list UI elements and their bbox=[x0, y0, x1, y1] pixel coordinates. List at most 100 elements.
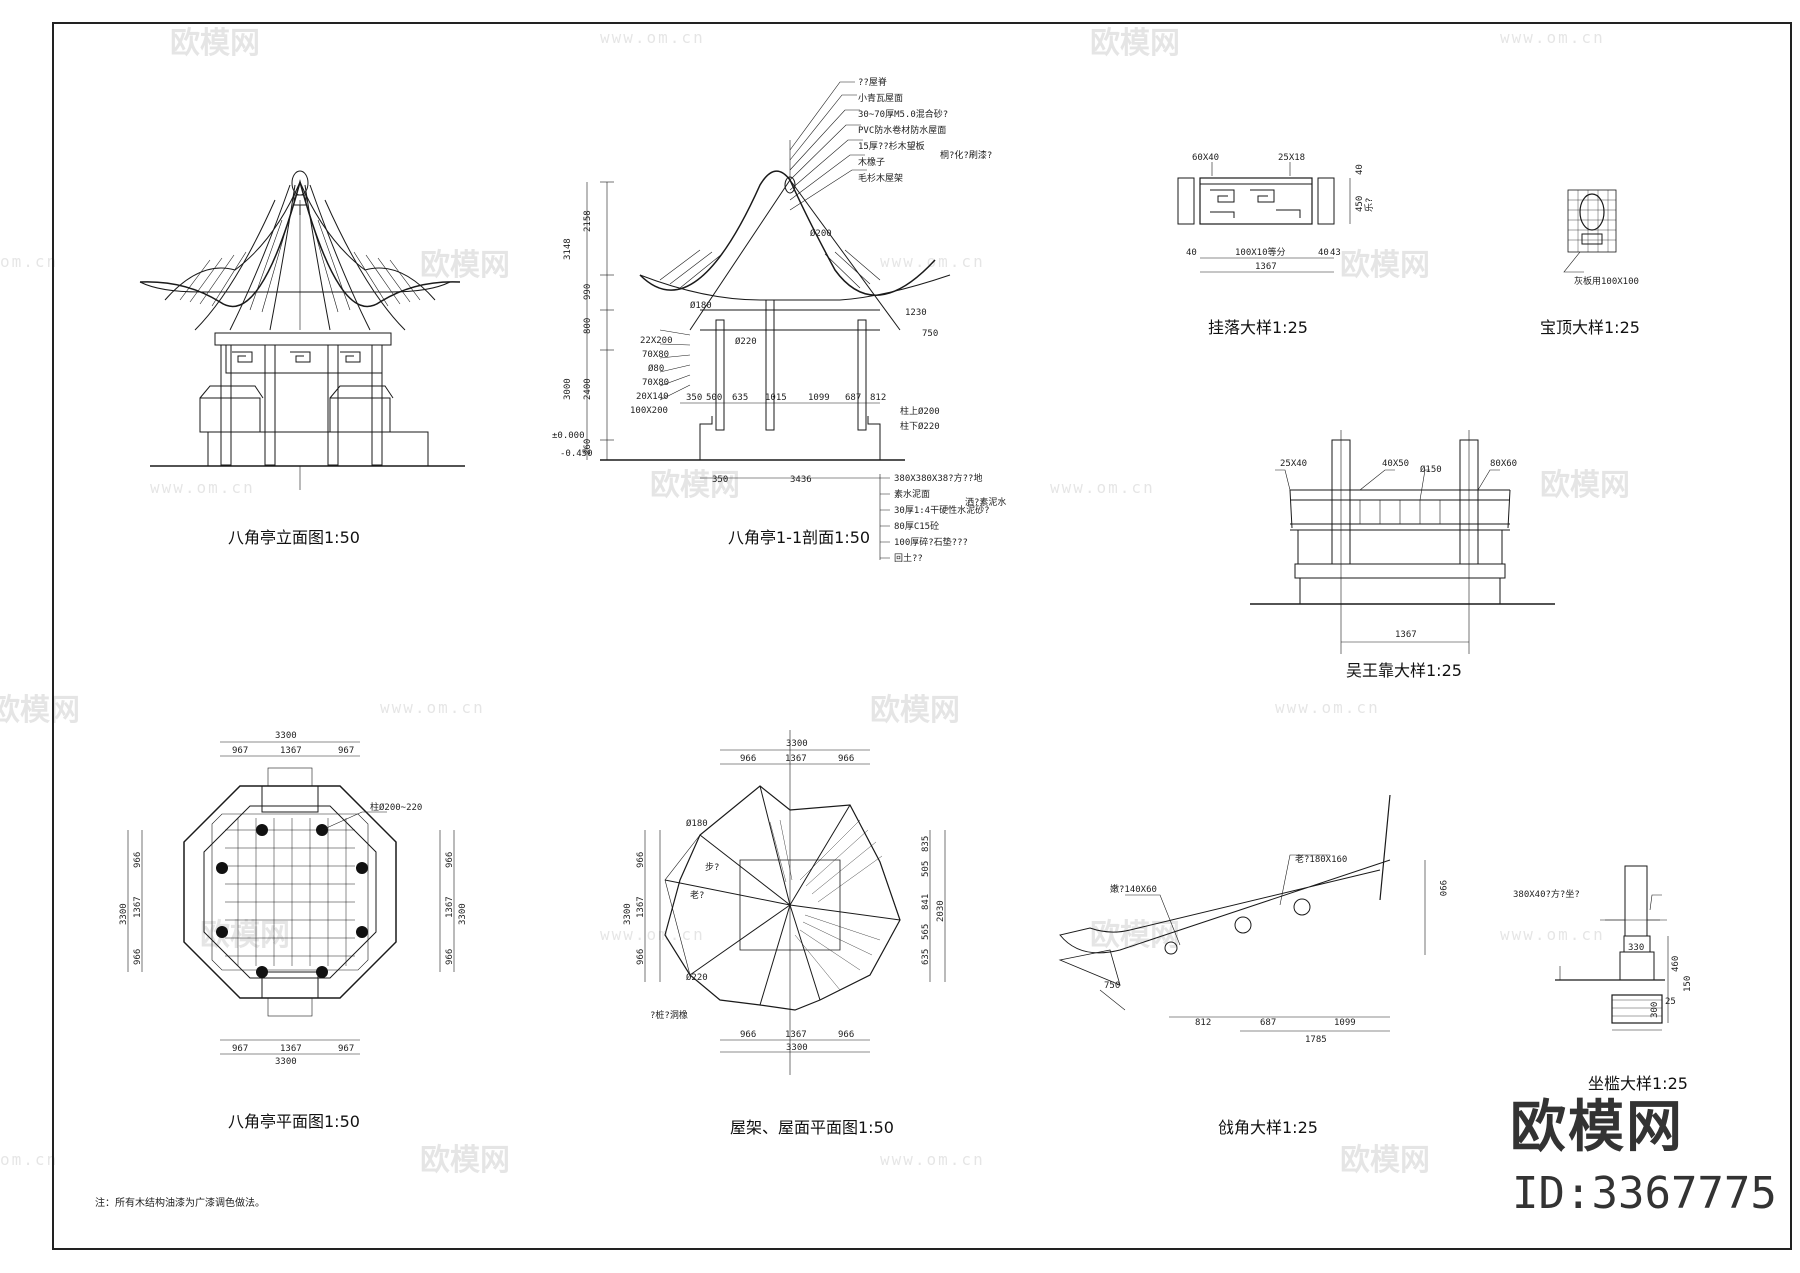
column-note: 柱Ø200~220 bbox=[370, 801, 422, 813]
round-size: Ø200 bbox=[810, 228, 832, 239]
dim-label: 3436 bbox=[790, 475, 812, 485]
dim-label: 966 bbox=[636, 852, 646, 868]
dim-label: 1367 bbox=[1395, 630, 1417, 640]
bench-back-detail bbox=[1250, 430, 1555, 654]
dim-label: 967 bbox=[338, 746, 354, 756]
roof-plan-label: 步? bbox=[705, 862, 719, 873]
title-corner-detail: 戗角大样1:25 bbox=[1218, 1118, 1318, 1137]
dim-label: 老?180X160 bbox=[1295, 853, 1347, 865]
dim-label: 812 bbox=[870, 393, 886, 403]
title-bench-back-detail: 吴王靠大样1:25 bbox=[1346, 661, 1462, 680]
dim-label: 3300 bbox=[623, 903, 633, 925]
dim-label: 1099 bbox=[1334, 1018, 1356, 1028]
dim-label: 2030 bbox=[936, 900, 946, 922]
watermark-url: www.om.cn bbox=[380, 698, 485, 717]
dim-label: 40X50 bbox=[1382, 459, 1409, 469]
dim-label: 嫩?140X60 bbox=[1110, 883, 1157, 895]
dim-label: 966 bbox=[636, 949, 646, 965]
dim-label: 500 bbox=[706, 393, 722, 403]
dim-label: 1367 bbox=[1255, 262, 1277, 272]
member-size: 70X80 bbox=[642, 350, 669, 360]
dim-label: 750 bbox=[922, 329, 938, 339]
title-section: 八角亭1-1剖面1:50 bbox=[728, 528, 871, 547]
watermark-url: om.cn bbox=[0, 1150, 59, 1169]
dim-label: 460 bbox=[1671, 956, 1681, 972]
roof-plan-label: ?桩?洞橡 bbox=[650, 1009, 688, 1021]
dim-label: 635 bbox=[732, 393, 748, 403]
dim-label: 80X60 bbox=[1490, 459, 1517, 469]
dim-label: Ø150 bbox=[1420, 464, 1442, 475]
brand-id: ID:3367775 bbox=[1512, 1168, 1777, 1219]
column-note: 柱下Ø220 bbox=[900, 420, 940, 432]
dim-label: 1785 bbox=[1305, 1035, 1327, 1045]
dim-label: 966 bbox=[740, 1030, 756, 1040]
dim-label: 1367 bbox=[133, 896, 143, 918]
floor-layer: 30厚1:4干硬性水泥砂? bbox=[894, 504, 990, 516]
watermark-url: om.cn bbox=[0, 252, 59, 271]
brand-logo: 欧模网 bbox=[1510, 1095, 1684, 1160]
dim-label: 3300 bbox=[786, 739, 808, 749]
dim-label: 2158 bbox=[583, 210, 593, 232]
watermark-url: www.om.cn bbox=[600, 925, 705, 944]
member-size: 20X140 bbox=[636, 392, 669, 402]
dim-label: 966 bbox=[838, 754, 854, 764]
watermark-url: www.om.cn bbox=[600, 28, 705, 47]
dim-label: 966 bbox=[445, 852, 455, 868]
dim-label: 1367 bbox=[785, 1030, 807, 1040]
dim-label: 3300 bbox=[786, 1043, 808, 1053]
dim-label: 990 bbox=[1437, 880, 1447, 896]
floor-side-note: 洒?素泥水 bbox=[965, 496, 1006, 508]
roof-layer: 小青瓦屋面 bbox=[858, 92, 903, 104]
member-size: Ø80 bbox=[648, 363, 664, 374]
dim-label: 100X10等分 bbox=[1235, 246, 1286, 258]
member-size: 22X200 bbox=[640, 336, 673, 346]
roof-layer: 15厚??杉木望板 bbox=[858, 140, 925, 152]
dim-label: 330 bbox=[1628, 943, 1644, 953]
dim-label: 967 bbox=[338, 1044, 354, 1054]
dim-label: 565 bbox=[921, 924, 931, 940]
roof-layer: 30~70厚M5.0混合砂? bbox=[858, 108, 948, 120]
dim-label: 990 bbox=[583, 284, 593, 300]
title-finial-detail: 宝顶大样1:25 bbox=[1540, 318, 1640, 337]
dim-label: 350 bbox=[712, 475, 728, 485]
dim-label: 966 bbox=[133, 949, 143, 965]
dim-label: 635 bbox=[921, 949, 931, 965]
drawing-frame bbox=[52, 22, 1792, 1250]
dim-label: 3300 bbox=[275, 731, 297, 741]
roof-layer: 木橡子 bbox=[858, 156, 885, 168]
title-elevation: 八角亭立面图1:50 bbox=[228, 528, 360, 547]
corner-detail bbox=[1058, 794, 1426, 1032]
dim-label: 3000 bbox=[563, 378, 573, 400]
seat-detail bbox=[1555, 865, 1669, 1031]
finial-detail bbox=[1563, 189, 1617, 273]
dim-label: 967 bbox=[232, 746, 248, 756]
pavilion-section bbox=[586, 81, 951, 560]
dim-label: 967 bbox=[232, 1044, 248, 1054]
round-size: Ø220 bbox=[735, 336, 757, 347]
round-size: Ø180 bbox=[690, 300, 712, 311]
dim-label: 25X40 bbox=[1280, 459, 1307, 469]
watermark-url: www.om.cn bbox=[1500, 925, 1605, 944]
dim-label: 750 bbox=[1104, 981, 1120, 991]
dim-label: 966 bbox=[740, 754, 756, 764]
dim-label: 687 bbox=[1260, 1018, 1276, 1028]
roof-plan-label: 老? bbox=[690, 889, 704, 901]
dim-label: 40 bbox=[1186, 248, 1197, 258]
roof-layer: ??屋脊 bbox=[858, 76, 887, 88]
dim-label: 60X40 bbox=[1192, 153, 1219, 163]
dim-label: 25X18 bbox=[1278, 153, 1305, 163]
roof-frame-plan bbox=[644, 730, 946, 1075]
floor-layer: 80厚C15砼 bbox=[894, 520, 939, 532]
dim-label: 灰板用100X100 bbox=[1574, 275, 1639, 287]
watermark-url: www.om.cn bbox=[150, 478, 255, 497]
dim-label: 812 bbox=[1195, 1018, 1211, 1028]
title-plan: 八角亭平面图1:50 bbox=[228, 1112, 360, 1131]
floor-layer: 回土?? bbox=[894, 552, 923, 564]
dim-label: 350 bbox=[686, 393, 702, 403]
dim-label: 25 bbox=[1665, 997, 1676, 1007]
member-size: 70X80 bbox=[642, 378, 669, 388]
dim-label: 1230 bbox=[905, 308, 927, 318]
roof-layer: PVC防水卷材防水屋面 bbox=[858, 124, 946, 136]
pavilion-elevation bbox=[139, 170, 465, 490]
